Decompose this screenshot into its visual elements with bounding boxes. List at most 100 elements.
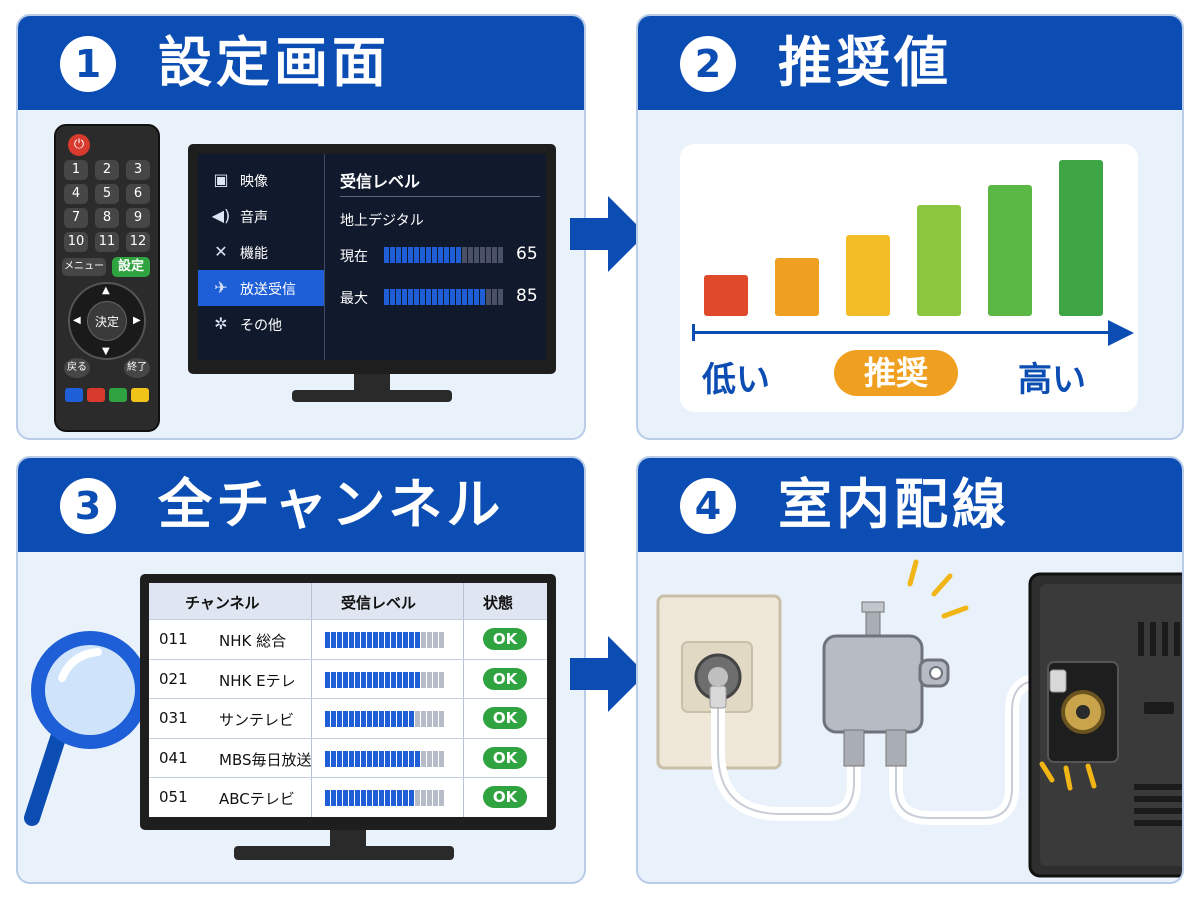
arrow-right-icon xyxy=(570,196,646,272)
dpad[interactable]: ▲ ▼ ◀ ▶ 決定 xyxy=(68,282,146,360)
magnifier-icon xyxy=(24,631,149,826)
reception-heading: 受信レベル xyxy=(340,172,421,191)
color-button[interactable] xyxy=(131,388,149,402)
level-segment xyxy=(414,247,419,263)
level-segment xyxy=(373,711,378,728)
level-segment xyxy=(426,289,431,305)
level-row-label: 最大 xyxy=(340,291,368,307)
signal-level-bar xyxy=(704,275,748,316)
level-segment xyxy=(355,711,360,728)
level-segment xyxy=(474,247,479,263)
arrow-right-icon[interactable]: ▶ xyxy=(133,315,141,326)
menu-item-label: 映像 xyxy=(240,174,268,190)
arrow-left-icon[interactable]: ◀ xyxy=(73,315,81,326)
level-segment xyxy=(439,750,444,767)
level-segment xyxy=(385,711,390,728)
status-badge: OK xyxy=(483,628,527,650)
menu-button[interactable]: メニュー xyxy=(62,258,106,276)
arrow-up-icon[interactable]: ▲ xyxy=(102,285,110,296)
signal-level-bar xyxy=(325,790,444,807)
level-segment xyxy=(462,289,467,305)
level-segment xyxy=(432,247,437,263)
level-segment xyxy=(403,790,408,807)
menu-item-label: 音声 xyxy=(240,210,268,226)
digit-button[interactable]: 6 xyxy=(126,184,150,204)
level-segment xyxy=(355,750,360,767)
level-segment xyxy=(325,671,330,688)
level-segment xyxy=(379,632,384,648)
color-button[interactable] xyxy=(65,388,83,402)
menu-item[interactable]: ▣映像 xyxy=(198,162,324,198)
digit-button[interactable]: 9 xyxy=(126,208,150,228)
gear-icon: ✲ xyxy=(214,314,228,333)
level-segment xyxy=(498,289,503,305)
channel-name: NHK 総合 xyxy=(219,632,287,650)
level-segment xyxy=(367,632,372,648)
panel-header: 2 推奨値 xyxy=(638,16,1182,110)
level-segment xyxy=(390,289,395,305)
digit-button[interactable]: 7 xyxy=(64,208,88,228)
level-segment xyxy=(438,247,443,263)
signal-level-bar xyxy=(1059,160,1103,316)
ok-button[interactable]: 決定 xyxy=(87,301,127,341)
menu-item[interactable]: ◀)音声 xyxy=(198,198,324,234)
level-segment xyxy=(343,632,348,648)
panel-header: 3 全チャンネル xyxy=(18,458,584,552)
level-segment xyxy=(426,247,431,263)
digit-button[interactable]: 4 xyxy=(64,184,88,204)
level-segment xyxy=(427,790,432,807)
menu-item[interactable]: ✕機能 xyxy=(198,234,324,270)
menu-item-label: 機能 xyxy=(240,246,268,262)
level-segment xyxy=(486,289,491,305)
digit-button[interactable]: 10 xyxy=(64,232,88,252)
settings-button[interactable]: 設定 xyxy=(112,257,150,277)
color-button[interactable] xyxy=(109,388,127,402)
level-segment xyxy=(403,711,408,728)
menu-item[interactable]: ✈放送受信 xyxy=(198,270,324,306)
digit-button[interactable]: 8 xyxy=(95,208,119,228)
level-segment xyxy=(325,711,330,728)
level-segment xyxy=(432,289,437,305)
level-segment xyxy=(385,671,390,688)
color-button[interactable] xyxy=(87,388,105,402)
power-button[interactable]: ⏻ xyxy=(68,134,90,156)
level-segment xyxy=(361,711,366,728)
digit-button[interactable]: 12 xyxy=(126,232,150,252)
level-segment xyxy=(468,289,473,305)
level-segment xyxy=(343,711,348,728)
digit-button[interactable]: 1 xyxy=(64,160,88,180)
level-segment xyxy=(397,711,402,728)
digit-button[interactable]: 11 xyxy=(95,232,119,252)
back-button[interactable]: 戻る xyxy=(64,358,90,378)
digit-button[interactable]: 2 xyxy=(95,160,119,180)
level-segment xyxy=(367,711,372,728)
level-segment xyxy=(402,247,407,263)
signal-level-bar xyxy=(384,289,503,305)
broadcast-type: 地上デジタル xyxy=(340,213,424,229)
level-segment xyxy=(385,750,390,767)
level-segment xyxy=(343,750,348,767)
level-segment xyxy=(390,247,395,263)
menu-item[interactable]: ✲その他 xyxy=(198,306,324,342)
level-segment xyxy=(433,790,438,807)
arrow-down-icon[interactable]: ▼ xyxy=(102,346,110,357)
digit-button[interactable]: 3 xyxy=(126,160,150,180)
level-segment xyxy=(355,790,360,807)
level-segment xyxy=(396,247,401,263)
digit-button[interactable]: 5 xyxy=(95,184,119,204)
exit-button[interactable]: 終了 xyxy=(124,358,150,378)
tv-neck xyxy=(330,830,366,846)
level-segment xyxy=(409,750,414,767)
level-segment xyxy=(420,247,425,263)
spark-lines-icon xyxy=(907,559,969,619)
level-segment xyxy=(409,790,414,807)
satellite-icon: ✈ xyxy=(214,278,228,297)
level-segment xyxy=(456,289,461,305)
axis-line xyxy=(694,331,1118,334)
